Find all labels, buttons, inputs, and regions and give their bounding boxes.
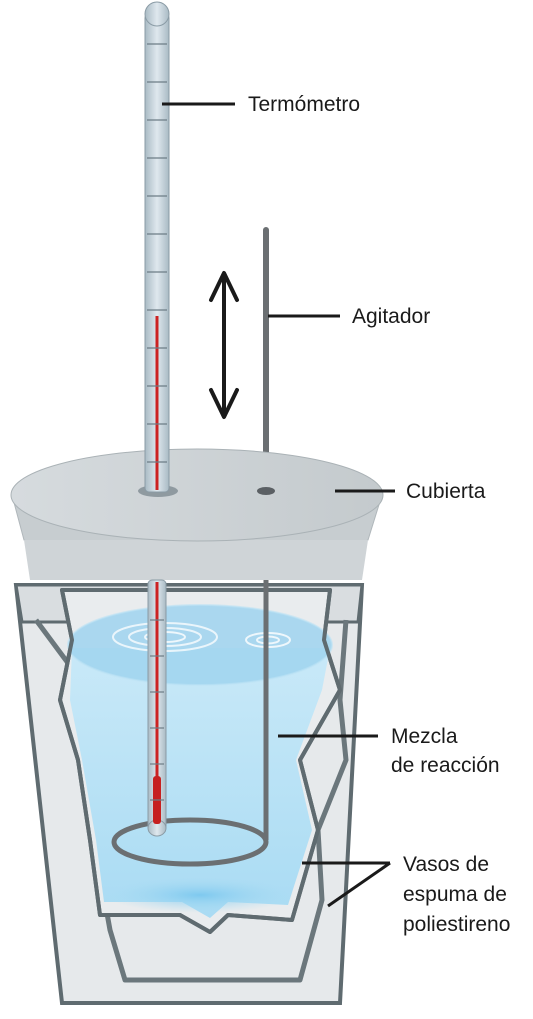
leader-lines [162,102,395,908]
label-thermometer: Termómetro [248,93,360,116]
label-mixture-line2: de reacción [391,754,500,777]
inner-cup [58,588,342,934]
stirrer [111,227,269,867]
label-mixture-line1: Mezcla [391,725,458,748]
thermometer [144,1,170,837]
thermometer-ticks [147,43,167,801]
label-cups-line3: poliestireno [403,913,510,936]
label-stirrer: Agitador [352,305,430,328]
up-down-arrow-icon [209,271,239,419]
cover [10,448,384,580]
label-cups-line1: Vasos de [403,853,489,876]
label-cups-line2: espuma de [403,883,507,906]
label-cover: Cubierta [406,480,486,503]
